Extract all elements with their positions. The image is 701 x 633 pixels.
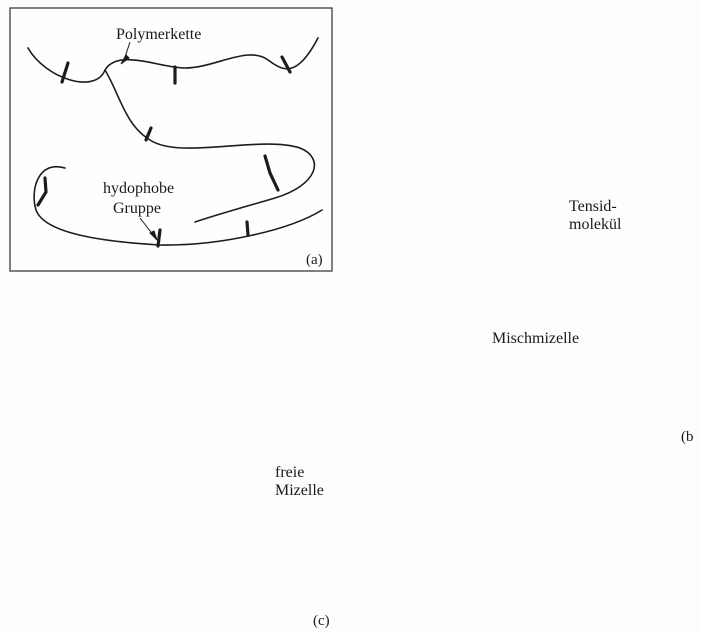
- polymer-chain-label: Polymerkette: [116, 26, 201, 44]
- panel-b-label: (b: [681, 428, 694, 446]
- free-micelle-label: freie: [275, 464, 304, 482]
- hydrophobic-group-label: hydophobe: [103, 180, 174, 198]
- surfactant-label: molekül: [569, 216, 621, 234]
- surfactant-label: Tensid-: [569, 198, 617, 216]
- panel-a-frame: [10, 8, 332, 271]
- panel-a-label: (a): [306, 251, 323, 269]
- mixed-micelle-label: Mischmizelle: [492, 330, 579, 348]
- hydrophobic-group-label: Gruppe: [113, 200, 161, 218]
- free-micelle-label: Mizelle: [275, 482, 324, 500]
- panel-a: [10, 8, 332, 271]
- panel-c-label: (c): [313, 612, 330, 630]
